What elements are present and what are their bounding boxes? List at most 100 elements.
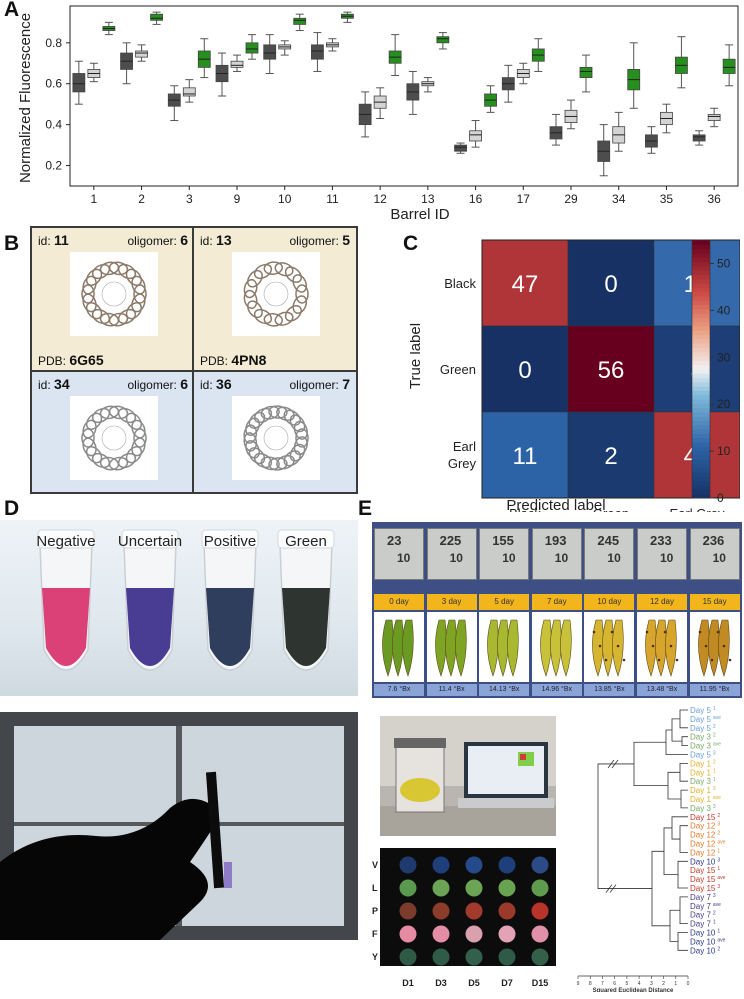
colorbar-segment xyxy=(692,265,710,271)
banana-finger xyxy=(665,619,677,677)
tube-cap xyxy=(37,529,95,549)
colorbar-segment xyxy=(692,334,710,340)
sensor-spot xyxy=(465,925,483,943)
apparatus-photo xyxy=(380,716,556,836)
colorbar-segment xyxy=(692,343,710,348)
lcd-temperature: 245 xyxy=(597,533,620,548)
helix-coil xyxy=(295,284,309,304)
brix-value: 13.48 °Bx xyxy=(637,684,687,696)
leaf-text: Day 12 xyxy=(690,822,716,831)
helix-coil xyxy=(108,312,129,327)
helix-coil xyxy=(131,437,146,457)
helix-coil xyxy=(245,417,260,436)
leaf-text: Day 5 xyxy=(690,751,711,760)
colorbar-segment xyxy=(692,308,710,314)
leaf-text: Day 3 xyxy=(690,733,711,742)
leaf-replicate: 2 xyxy=(717,946,720,952)
x-tick-label: 1 xyxy=(91,192,98,206)
x-axis-label: Barrel ID xyxy=(390,206,449,223)
card-oligomer-label: oligomer: xyxy=(127,234,177,248)
tube-label: Positive xyxy=(203,533,257,550)
colorbar-segment xyxy=(692,369,710,374)
banana-finger xyxy=(487,619,499,677)
helix-coil xyxy=(274,311,294,326)
colorbar-tick-label: 30 xyxy=(717,350,731,364)
box xyxy=(436,36,450,44)
colorbar-segment xyxy=(692,407,710,413)
sensor-spot xyxy=(498,948,516,966)
card-id-value: 34 xyxy=(54,376,70,392)
dendrogram-link xyxy=(651,850,670,927)
helix-coil xyxy=(245,440,260,459)
predicted-label-axis: Predicted label xyxy=(506,497,605,512)
leaf-text: Day 10 xyxy=(690,929,716,938)
dendrogram-link xyxy=(667,771,681,800)
colorbar-segment xyxy=(692,420,710,426)
matrix-cell xyxy=(481,411,569,499)
lcd-humidity: 10 xyxy=(502,551,516,565)
helix-coil xyxy=(117,263,137,280)
sensor-spot xyxy=(399,902,417,920)
leaf-text: Day 15 xyxy=(690,884,716,893)
card-pdb-value: 4PN8 xyxy=(231,352,267,368)
tube-liquid xyxy=(126,588,174,666)
helix-coil xyxy=(108,261,129,276)
colorbar-segment xyxy=(692,467,710,473)
banana-photo xyxy=(479,612,530,682)
distance-tick-label: 6 xyxy=(613,981,616,987)
x-tick-label: 13 xyxy=(421,192,435,206)
colorbar-segment xyxy=(692,261,710,267)
panel-label-c: C xyxy=(403,232,419,255)
colorbar-segment xyxy=(692,240,710,245)
day-label: 10 day xyxy=(584,594,635,610)
colorbar-segment xyxy=(692,394,710,400)
leaf-text: Day 3 xyxy=(690,777,711,786)
sensor-spot xyxy=(432,902,450,920)
x-tick-label: 16 xyxy=(469,192,483,206)
y-tick-label: 0.2 xyxy=(45,159,62,173)
leaf-text: Day 1 xyxy=(690,759,711,768)
banana-finger xyxy=(717,619,730,677)
leaf-text: Day 5 xyxy=(690,706,711,715)
y-tick-label: 0.6 xyxy=(45,77,62,91)
ripeness-spot xyxy=(675,658,679,662)
panel-label-e: E xyxy=(358,497,373,520)
box xyxy=(707,114,721,121)
cell-value: 0 xyxy=(604,271,617,298)
lcd-temperature: 233 xyxy=(650,533,672,548)
colorbar-segment xyxy=(692,347,710,353)
leaf-replicate: 3 xyxy=(713,786,716,792)
tube-photo xyxy=(0,520,358,696)
card-oligomer-label: oligomer: xyxy=(127,378,177,392)
sensor-spot xyxy=(498,879,516,897)
helix-coil xyxy=(263,313,284,327)
card-oligomer: oligomer: 5 xyxy=(290,232,351,248)
helix-coil xyxy=(243,432,258,452)
axis-break-mark xyxy=(609,884,617,893)
tube-label: Uncertain xyxy=(117,533,183,550)
brix-value: 13.85 °Bx xyxy=(584,684,635,696)
box xyxy=(469,130,482,142)
helix-coil xyxy=(133,284,147,304)
sensor-spot xyxy=(498,856,516,874)
card-oligomer-value: 6 xyxy=(180,232,188,248)
banana-photo xyxy=(426,612,477,682)
leaf-replicate: 2 xyxy=(717,813,720,819)
colorbar-segment xyxy=(692,442,710,447)
leaf-replicate: 1 xyxy=(717,929,720,935)
row-label-line: Earl xyxy=(453,439,476,454)
helix-coil xyxy=(81,428,95,448)
card-id-label: id: xyxy=(200,234,213,248)
tube-cap xyxy=(121,529,179,549)
colorbar-segment xyxy=(692,381,710,387)
colorbar-tick-label: 0 xyxy=(717,491,724,505)
helix-coil xyxy=(125,302,143,320)
